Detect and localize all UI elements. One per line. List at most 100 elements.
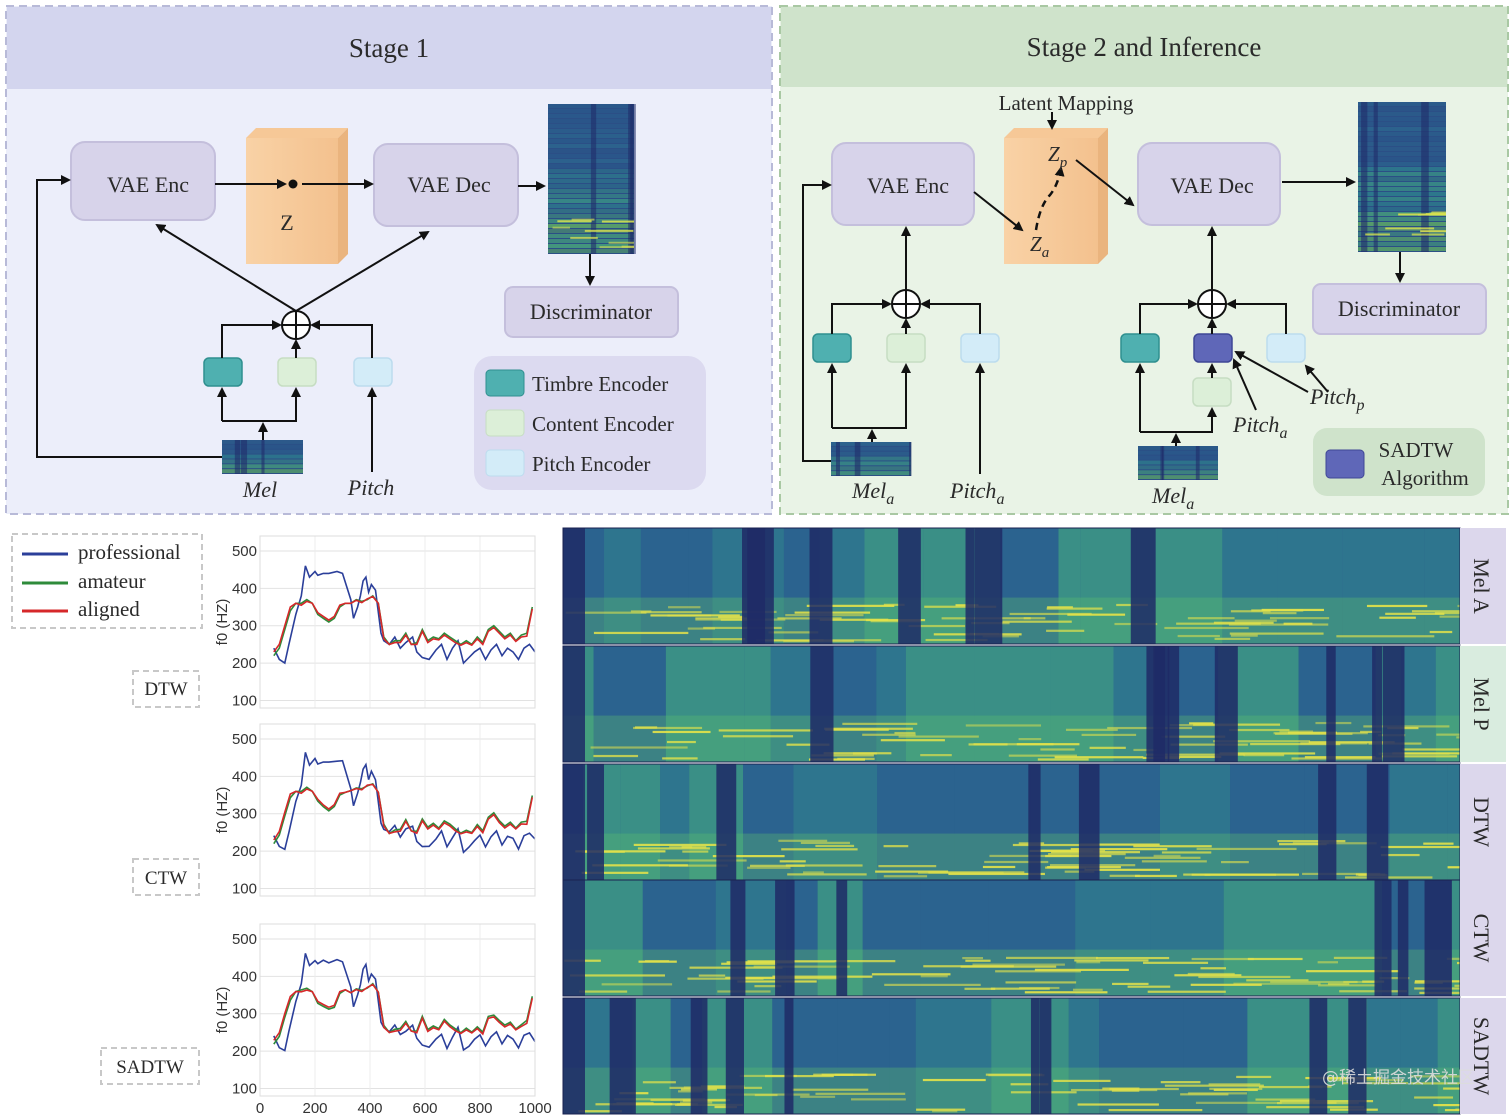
f0-ytick-label: 200 bbox=[232, 843, 257, 860]
f0-ytick-label: 100 bbox=[232, 881, 257, 898]
f0-ytick-label: 300 bbox=[232, 806, 257, 823]
stage2-content-encoder-1 bbox=[886, 333, 926, 363]
za-label: Z bbox=[1030, 232, 1042, 256]
stage1-arrows bbox=[36, 175, 595, 472]
stage2-discriminator-label: Discriminator bbox=[1338, 296, 1461, 321]
f0-ytick-label: 200 bbox=[232, 655, 257, 672]
f0-panel-bg bbox=[260, 724, 535, 896]
f0-panel-frame bbox=[259, 535, 536, 709]
spectrogram-stack bbox=[562, 527, 1461, 1115]
legend-pitch-encoder: Pitch Encoder bbox=[532, 452, 650, 476]
stage1-pitch-encoder bbox=[353, 357, 393, 387]
svg-text:Mela: Mela bbox=[851, 478, 894, 508]
stage2-timbre-encoder-1 bbox=[812, 333, 852, 363]
spec-label-dtw: DTW bbox=[1469, 797, 1494, 847]
stage2-sadtw-block bbox=[1193, 333, 1233, 363]
svg-text:Pitcha: Pitcha bbox=[1232, 412, 1287, 442]
stage2-vae-enc-label: VAE Enc bbox=[867, 173, 949, 198]
method-label-sadtw-box: SADTW bbox=[100, 1047, 200, 1085]
spectrogram-row-4 bbox=[562, 879, 1461, 997]
stage2-output-spectrogram bbox=[1358, 102, 1446, 252]
mel-a-sub-1: a bbox=[886, 491, 894, 508]
stage2-panel: Stage 2 and Inference Latent Mapping VAE… bbox=[779, 5, 1509, 515]
f0-series-aligned bbox=[273, 983, 534, 1041]
spectrogram-row-5 bbox=[562, 997, 1461, 1115]
f0-ytick-label: 500 bbox=[232, 731, 257, 748]
legend-content-encoder: Content Encoder bbox=[532, 412, 674, 436]
f0-ytick-label: 200 bbox=[232, 1043, 257, 1060]
stage2-discriminator-box bbox=[1312, 283, 1487, 335]
f0-ylabel: f0 (HZ) bbox=[214, 987, 231, 1034]
sadtw-legend: SADTW Algorithm bbox=[1313, 428, 1485, 496]
pitch-a-label-2: Pitch bbox=[1232, 412, 1279, 437]
stage2-sum-icon-2 bbox=[1197, 289, 1227, 319]
f0-panel-bg bbox=[260, 536, 535, 708]
svg-text:Mela: Mela bbox=[1151, 483, 1194, 513]
stage1-content-encoder bbox=[277, 357, 317, 387]
f0-series-aligned bbox=[273, 595, 534, 653]
stage1-mel-label: Mel bbox=[242, 477, 277, 502]
stage1-z-label: Z bbox=[280, 210, 293, 235]
stage2-vae-dec-label: VAE Dec bbox=[1170, 173, 1254, 198]
f0-xtick-label: 800 bbox=[467, 1100, 492, 1117]
stage1-latent-z: Z bbox=[246, 128, 348, 264]
pitch-p-sub: p bbox=[1355, 397, 1364, 414]
stage1-panel: Stage 1 VAE Enc Z VAE Dec Discriminator bbox=[5, 5, 773, 515]
f0-charts: 100 200 300 400 500 f0 (HZ) 100 200 300 400 500 f0 … bbox=[214, 535, 552, 1117]
f0-series-professional bbox=[273, 565, 536, 665]
method-label-sadtw: SADTW bbox=[116, 1057, 184, 1078]
f0-ytick-label: 100 bbox=[232, 693, 257, 710]
f0-ytick-label: 500 bbox=[232, 543, 257, 560]
stage2-sum-icon-1 bbox=[891, 289, 921, 319]
mel-a-label-1: Mel bbox=[851, 478, 886, 503]
za-subscript: a bbox=[1042, 245, 1050, 261]
spectrogram-row-3 bbox=[562, 763, 1461, 881]
stage1-discriminator-box bbox=[504, 286, 679, 338]
spectrogram-side-labels: Mel A Mel P DTW CTW SADTW bbox=[1460, 528, 1506, 1114]
stage2-content-encoder-2 bbox=[1192, 377, 1232, 407]
zp-subscript: p bbox=[1059, 155, 1068, 171]
f0-ylabel: f0 (HZ) bbox=[214, 599, 231, 646]
stage1-title: Stage 1 bbox=[349, 33, 429, 63]
f0-xtick-label: 200 bbox=[302, 1100, 327, 1117]
f0-ytick-label: 400 bbox=[232, 768, 257, 785]
f0-panel-frame bbox=[259, 923, 536, 1097]
stage2-mel-a-input-2 bbox=[1138, 446, 1218, 480]
f0-panel-frame bbox=[259, 723, 536, 897]
stage1-pitch-label: Pitch bbox=[347, 475, 394, 500]
svg-text:Za: Za bbox=[1030, 232, 1049, 261]
f0-series-amateur bbox=[273, 782, 534, 845]
f0-ytick-label: 300 bbox=[232, 618, 257, 635]
f0-series-professional bbox=[273, 752, 536, 854]
f0-ytick-label: 400 bbox=[232, 968, 257, 985]
stage1-mel-input bbox=[222, 440, 303, 474]
pitch-p-label: Pitch bbox=[1309, 384, 1356, 409]
stage1-discriminator-label: Discriminator bbox=[530, 299, 653, 324]
stage1-encoder-legend: Timbre Encoder Content Encoder Pitch Enc… bbox=[474, 356, 706, 490]
legend-professional: professional bbox=[78, 540, 181, 564]
f0-ytick-label: 100 bbox=[232, 1081, 257, 1098]
svg-text:Pitcha: Pitcha bbox=[949, 478, 1004, 508]
f0-series-aligned bbox=[273, 783, 534, 841]
f0-ytick-label: 300 bbox=[232, 1006, 257, 1023]
stage1-output-spectrogram bbox=[548, 104, 636, 254]
spectrogram-row-2 bbox=[562, 645, 1461, 763]
method-label-dtw-box: DTW bbox=[132, 670, 200, 708]
mel-a-sub-2: a bbox=[1186, 496, 1194, 513]
method-label-dtw: DTW bbox=[144, 679, 187, 700]
stage1-vae-enc-box bbox=[70, 141, 216, 221]
f0-xtick-label: 0 bbox=[256, 1100, 264, 1117]
latent-mapping-label: Latent Mapping bbox=[999, 91, 1134, 115]
stage2-vae-dec-box bbox=[1137, 142, 1281, 226]
f0-xtick-label: 1000 bbox=[518, 1100, 551, 1117]
f0-panel-bg bbox=[260, 924, 535, 1096]
method-label-ctw-box: CTW bbox=[132, 858, 200, 896]
legend-timbre-encoder: Timbre Encoder bbox=[532, 372, 668, 396]
spec-label-mel-a: Mel A bbox=[1469, 558, 1494, 614]
stage2-arrows bbox=[802, 112, 1405, 474]
f0-xtick-label: 600 bbox=[412, 1100, 437, 1117]
spec-label-ctw: CTW bbox=[1469, 914, 1494, 963]
f0-ytick-label: 400 bbox=[232, 580, 257, 597]
zp-label: Z bbox=[1048, 142, 1060, 166]
